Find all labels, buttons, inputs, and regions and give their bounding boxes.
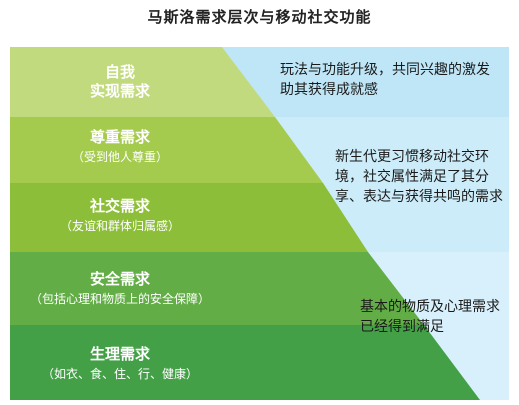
- tier-band-1: [10, 47, 275, 117]
- page-title: 马斯洛需求层次与移动社交功能: [147, 8, 372, 26]
- description-middle: 新生代更习惯移动社交环境，社交属性满足了其分享、表达与获得共鸣的需求: [335, 149, 503, 205]
- tier-subtitle: （友谊和群体归属感）: [59, 219, 180, 233]
- tier-subtitle: （如衣、食、住、行、健康）: [41, 367, 198, 381]
- tier-social: 社交需求 （友谊和群体归属感）: [0, 197, 240, 234]
- tier-name: 尊重需求: [89, 128, 150, 146]
- tier-band-4: [10, 252, 424, 325]
- tier-name: 生理需求: [89, 345, 150, 363]
- tier-name: 自我 实现需求: [89, 63, 150, 100]
- tier-physiological: 生理需求 （如衣、食、住、行、健康）: [0, 345, 240, 382]
- desc-band-top: [222, 47, 509, 117]
- tier-name: 社交需求: [89, 197, 150, 215]
- tier-safety: 安全需求 （包括心理和物质上的安全保障）: [0, 270, 240, 307]
- tier-esteem: 尊重需求 （受到他人尊重）: [0, 128, 240, 165]
- tier-self-actualization: 自我 实现需求: [0, 63, 240, 101]
- tier-name: 安全需求: [89, 270, 150, 288]
- tier-subtitle: （受到他人尊重）: [71, 150, 168, 164]
- description-bottom: 基本的物质及心理需求已经得到满足: [360, 299, 500, 335]
- description-top: 玩法与功能升级，共同兴趣的激发助其获得成就感: [280, 62, 490, 98]
- tier-band-5: [10, 325, 480, 400]
- tier-band-3: [10, 183, 368, 252]
- tier-band-2: [10, 117, 323, 183]
- tier-subtitle: （包括心理和物质上的安全保障）: [29, 292, 210, 306]
